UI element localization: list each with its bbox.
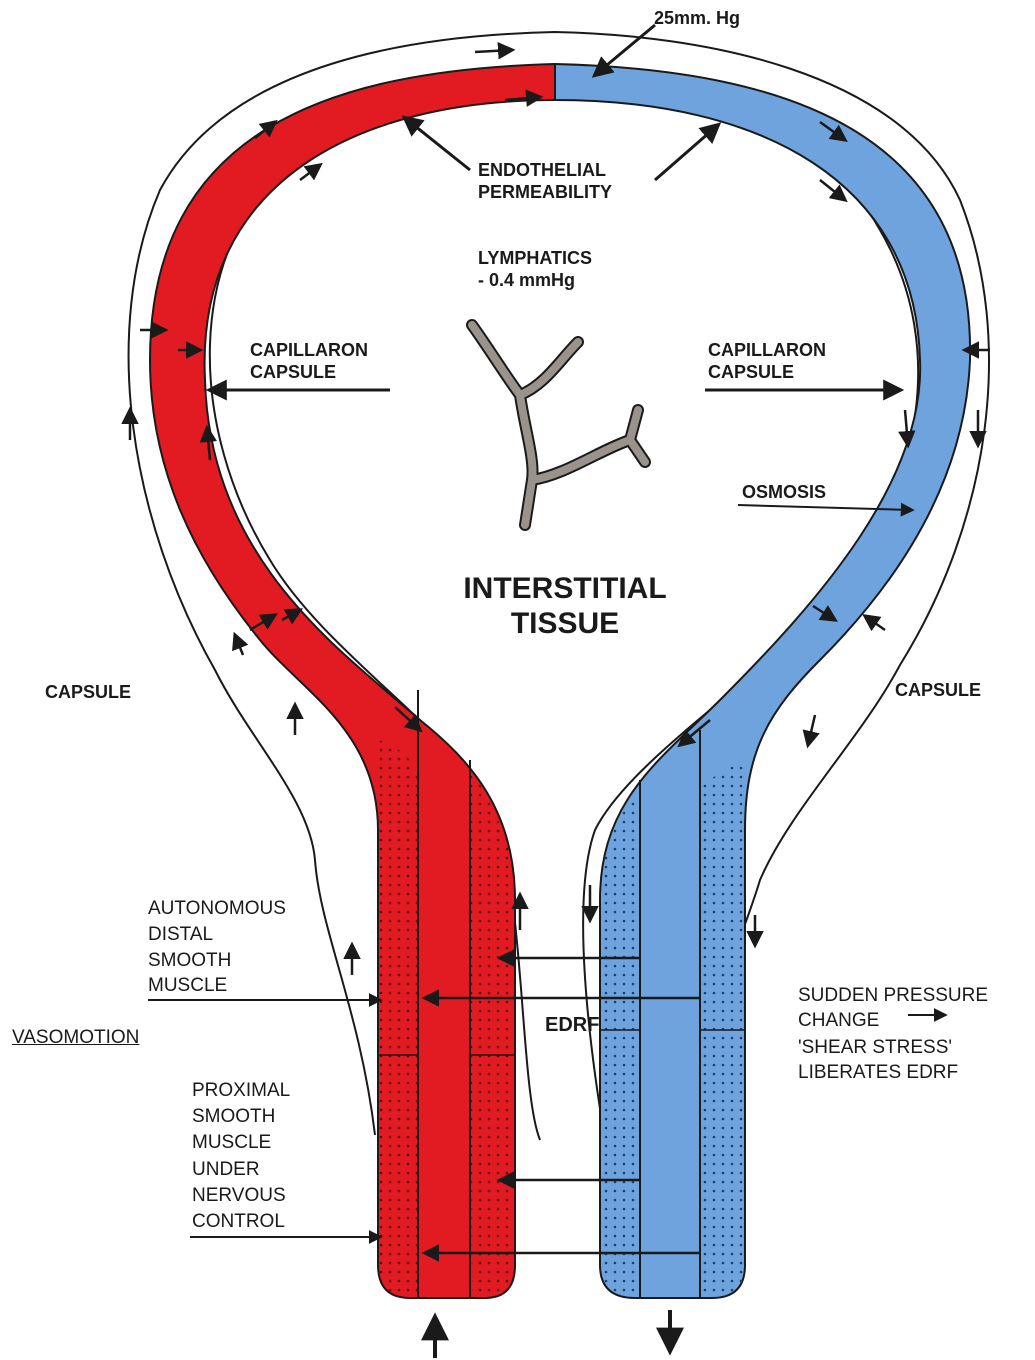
- arterial-proximal-wall: [468, 770, 515, 1298]
- permeability-arrow-left: [405, 118, 470, 170]
- permeability-arrow-right: [655, 125, 718, 180]
- shear-stress-label: 'SHEAR STRESS' LIBERATES EDRF: [798, 1036, 958, 1085]
- capsule-left-label: CAPSULE: [45, 682, 131, 704]
- sudden-pressure-label: SUDDEN PRESSURE CHANGE: [798, 984, 988, 1033]
- capillaron-capsule-left-label: CAPILLARON CAPSULE: [250, 340, 368, 384]
- lymphatic-vessel: [472, 325, 645, 525]
- lymphatics-label: LYMPHATICS - 0.4 mmHg: [478, 248, 592, 292]
- venous-distal-wall: [700, 760, 745, 1298]
- pressure-label: 25mm. Hg: [654, 8, 740, 30]
- capillaron-capsule-right-label: CAPILLARON CAPSULE: [708, 340, 826, 384]
- endothelial-permeability-label: ENDOTHELIAL PERMEABILITY: [478, 160, 612, 204]
- edrf-label: EDRF: [545, 1010, 569, 1040]
- capsule-right-label: CAPSULE: [895, 680, 981, 702]
- bottom-flow-arrows: [435, 1310, 670, 1358]
- interstitial-tissue-label: INTERSTITIAL TISSUE: [440, 572, 690, 641]
- vasomotion-label: VASOMOTION: [12, 1026, 139, 1049]
- osmosis-label: OSMOSIS: [742, 482, 826, 504]
- proximal-smooth-label: PROXIMAL SMOOTH MUSCLE UNDER NERVOUS CON…: [192, 1078, 290, 1235]
- arterial-distal-wall: [378, 740, 418, 1298]
- autonomous-distal-label: AUTONOMOUS DISTAL SMOOTH MUSCLE: [148, 896, 286, 999]
- venous-proximal-wall: [600, 790, 640, 1298]
